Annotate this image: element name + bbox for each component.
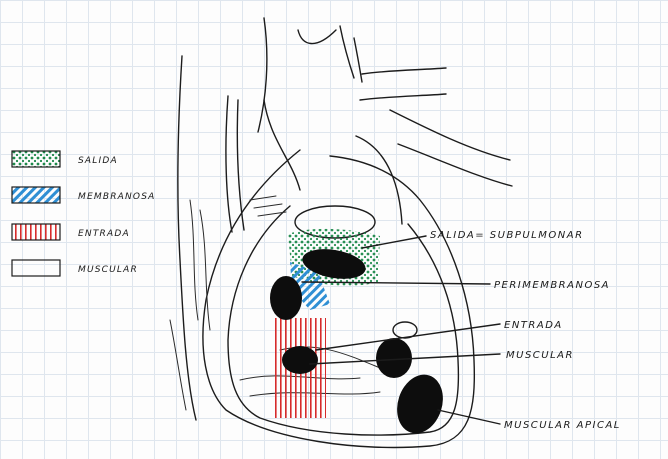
label-entrada: ENTRADA [504, 320, 563, 331]
legend-item-muscular: MUSCULAR [12, 260, 138, 276]
label-salida-subpulmonar: SALIDA= SUBPULMONAR [430, 230, 584, 241]
legend-swatch-membranosa [12, 187, 60, 203]
label-muscular-apical: MUSCULAR APICAL [504, 420, 621, 431]
legend-item-salida: SALIDA [12, 151, 118, 167]
legend: SALIDA MEMBRANOSA ENTRADA MUSCULAR [12, 151, 156, 276]
defect-perimembranosa [270, 276, 302, 320]
legend-swatch-entrada [12, 224, 60, 240]
legend-label-salida: SALIDA [78, 156, 118, 166]
label-perimembranosa: PERIMEMBRANOSA [494, 280, 610, 291]
legend-item-membranosa: MEMBRANOSA [12, 187, 156, 203]
legend-label-membranosa: MEMBRANOSA [78, 192, 156, 202]
defect-entrada [282, 346, 318, 374]
legend-swatch-muscular [12, 260, 60, 276]
legend-label-entrada: ENTRADA [78, 229, 130, 239]
legend-item-entrada: ENTRADA [12, 224, 130, 240]
legend-label-muscular: MUSCULAR [78, 265, 138, 275]
legend-swatch-salida [12, 151, 60, 167]
defect-muscular [376, 338, 412, 378]
label-muscular: MUSCULAR [506, 350, 574, 361]
